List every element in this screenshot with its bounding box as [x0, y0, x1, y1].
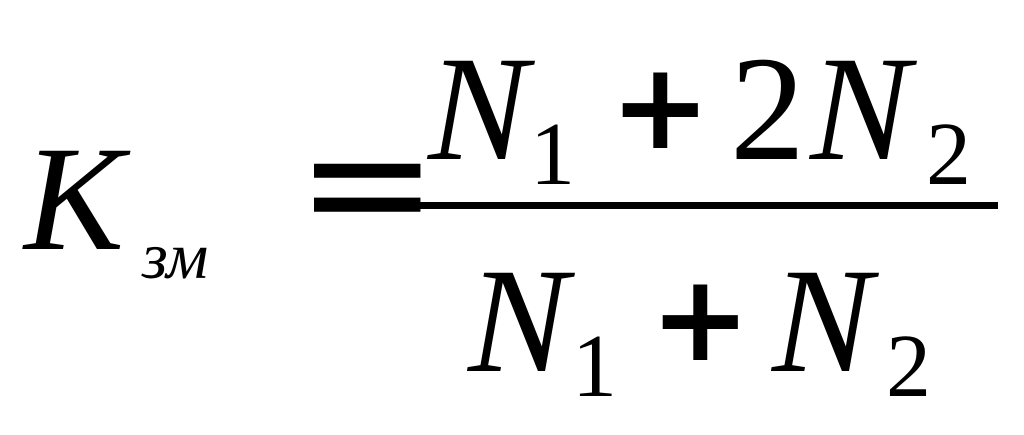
numerator-plus-sign: +	[610, 38, 711, 177]
denominator-plus-sign: +	[650, 250, 751, 389]
denominator-term1-subscript: 1	[572, 317, 617, 416]
numerator-term2-subscript: 2	[926, 105, 971, 204]
denominator-term2-variable: N	[772, 238, 873, 404]
denominator-term1-variable: N	[468, 238, 569, 404]
lhs-subscript: зм	[142, 220, 209, 293]
denominator-term2-subscript: 2	[886, 317, 931, 416]
lhs-variable: K	[24, 116, 125, 282]
numerator-coefficient: 2	[730, 26, 805, 192]
numerator-term1-variable: N	[428, 26, 529, 192]
numerator-term1-subscript: 1	[530, 105, 575, 204]
fraction-bar	[408, 202, 998, 209]
equals-sign: =	[296, 84, 439, 282]
numerator-term2-variable: N	[810, 26, 911, 192]
